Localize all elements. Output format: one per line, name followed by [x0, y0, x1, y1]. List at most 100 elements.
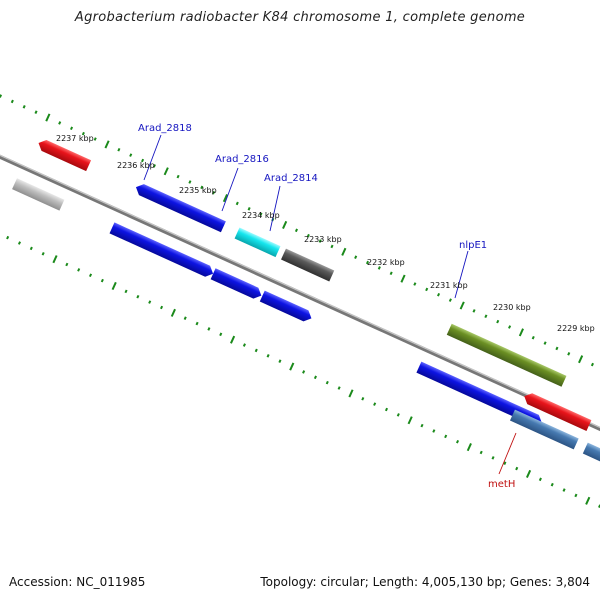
- tick-mark: [479, 450, 483, 455]
- gene-nlpe1[interactable]: [446, 323, 567, 387]
- tick-mark: [200, 185, 204, 190]
- tick-mark: [152, 164, 156, 168]
- tick-mark: [377, 266, 381, 270]
- gene-blue-reverse-nlpe1[interactable]: [416, 361, 544, 429]
- map-title: Agrobacterium radiobacter K84 chromosome…: [74, 10, 526, 25]
- tick-mark: [124, 289, 128, 294]
- gene-red-left-forward[interactable]: [36, 137, 92, 172]
- gene-arad2814[interactable]: [281, 248, 335, 282]
- label-arad2818[interactable]: Arad_2818: [138, 123, 192, 134]
- label-arad2814[interactable]: Arad_2814: [264, 173, 318, 184]
- tick-mark: [0, 94, 3, 98]
- tick-mark: [389, 271, 393, 276]
- tick-mark: [459, 301, 465, 310]
- genome-summary-text: Topology: circular; Length: 4,005,130 bp…: [260, 575, 590, 589]
- tick-mark: [29, 246, 33, 251]
- label-nlpe1[interactable]: nlpE1: [459, 240, 487, 251]
- tick-mark: [337, 386, 341, 390]
- tick-mark: [195, 321, 199, 326]
- tick-label-2237: 2237 kbp: [56, 134, 94, 143]
- tick-mark: [302, 370, 306, 374]
- tick-mark: [567, 352, 571, 356]
- tick-mark: [562, 488, 566, 492]
- tick-mark: [52, 255, 58, 264]
- tick-mark: [6, 235, 10, 240]
- tick-label-2230: 2230 kbp: [493, 303, 531, 312]
- tick-mark: [148, 300, 152, 304]
- label-meth[interactable]: metH: [488, 479, 515, 490]
- gene-blue-reverse-2[interactable]: [210, 268, 264, 301]
- tick-mark: [518, 328, 524, 337]
- label-arad2816[interactable]: Arad_2816: [215, 154, 269, 165]
- tick-mark: [58, 121, 62, 125]
- tick-mark: [17, 241, 22, 245]
- tick-mark: [136, 294, 140, 299]
- tick-mark: [45, 113, 51, 122]
- gene-arad2818-reverse[interactable]: [109, 222, 216, 279]
- tick-mark: [10, 99, 14, 104]
- tick-mark: [141, 158, 145, 163]
- tick-mark: [466, 443, 472, 452]
- gene-labels: Arad_2818 Arad_2816 Arad_2814 nlpE1 metH: [138, 123, 515, 490]
- tick-mark: [318, 239, 322, 243]
- gene-meth-reverse[interactable]: [509, 409, 579, 450]
- tick-mark: [448, 298, 452, 302]
- tick-rows: [0, 94, 600, 508]
- tick-mark: [325, 380, 329, 385]
- tick-mark: [176, 174, 180, 179]
- gene-blue-reverse-3[interactable]: [259, 290, 314, 324]
- tick-mark: [538, 477, 542, 482]
- tick-mark: [65, 262, 69, 267]
- tick-mark: [306, 233, 310, 238]
- gene-arad2818-forward[interactable]: [133, 182, 226, 233]
- tick-mark: [170, 308, 176, 317]
- tick-mark: [365, 260, 370, 265]
- tick-mark: [574, 493, 578, 498]
- label-leaders: [143, 134, 517, 475]
- tick-mark: [373, 402, 377, 406]
- tick-mark: [100, 278, 104, 283]
- tick-mark: [41, 251, 45, 256]
- tick-mark: [313, 375, 317, 380]
- gene-meth-forward[interactable]: [522, 391, 592, 432]
- position-labels: 2237 kbp 2236 kbp 2235 kbp 2234 kbp 2233…: [56, 134, 595, 333]
- tick-label-2236: 2236 kbp: [117, 161, 155, 170]
- tick-mark: [278, 359, 282, 363]
- tick-mark: [354, 255, 358, 259]
- tick-mark: [550, 482, 554, 487]
- gene-arad2816[interactable]: [234, 227, 281, 258]
- tick-mark: [207, 327, 211, 331]
- gene-steel-right-reverse[interactable]: [582, 442, 600, 483]
- tick-mark: [432, 429, 436, 433]
- accession-text: Accession: NC_011985: [9, 575, 146, 589]
- tick-label-2234: 2234 kbp: [242, 211, 280, 220]
- tick-mark: [117, 147, 121, 152]
- tick-mark: [88, 273, 93, 278]
- tick-mark: [34, 110, 38, 114]
- tick-mark: [361, 396, 365, 401]
- tick-mark: [484, 314, 488, 319]
- tick-mark: [503, 461, 507, 465]
- tick-mark: [212, 190, 216, 195]
- tick-mark: [160, 305, 164, 310]
- tick-mark: [508, 325, 512, 329]
- tick-mark: [585, 496, 591, 505]
- tick-mark: [22, 105, 26, 109]
- tick-mark: [266, 354, 270, 358]
- tick-mark: [247, 207, 251, 211]
- tick-mark: [348, 389, 354, 398]
- tick-label-2235: 2235 kbp: [179, 186, 217, 195]
- tick-mark: [555, 346, 559, 351]
- tick-mark: [235, 201, 239, 206]
- tick-mark: [289, 362, 295, 371]
- tick-mark: [437, 292, 441, 297]
- gene-grey-left-reverse[interactable]: [12, 178, 65, 211]
- tick-mark: [330, 244, 334, 249]
- tick-mark: [77, 268, 81, 272]
- tick-mark: [104, 140, 110, 149]
- tick-mark: [420, 423, 424, 428]
- tick-mark: [242, 343, 246, 347]
- tick-label-2233: 2233 kbp: [304, 235, 342, 244]
- tick-mark: [129, 153, 133, 157]
- tick-mark: [543, 341, 547, 345]
